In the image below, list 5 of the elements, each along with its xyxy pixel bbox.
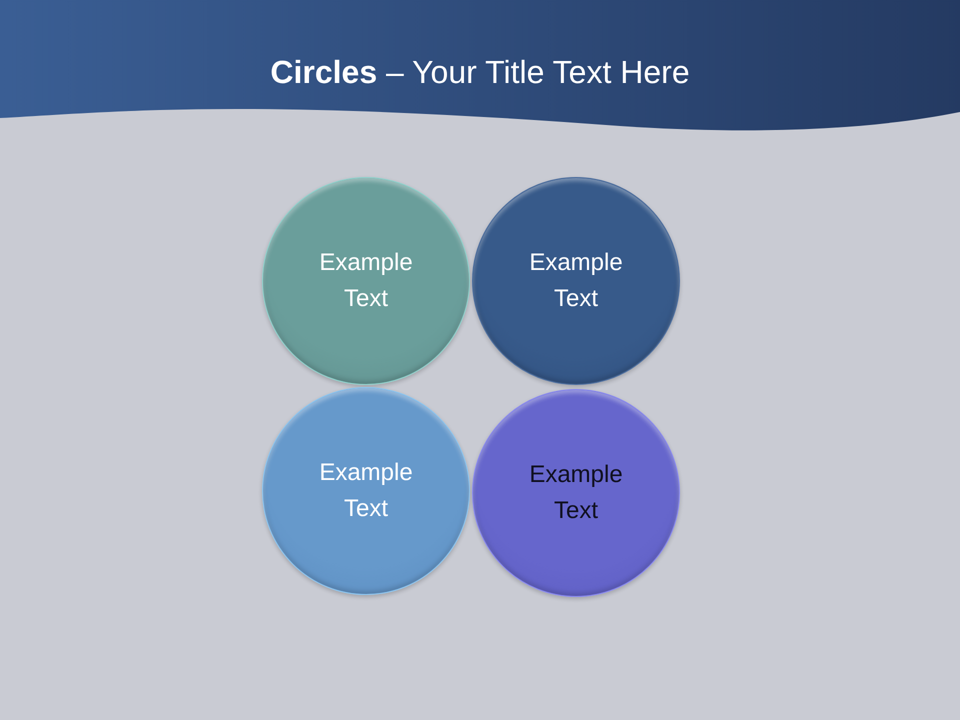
node-text: Example Text: [528, 460, 624, 526]
slide-title: Circles – Your Title Text Here: [270, 54, 690, 90]
node-text: Example Text: [528, 248, 624, 314]
node-text: Example Text: [318, 458, 414, 524]
node-text: Example Text: [318, 248, 414, 314]
